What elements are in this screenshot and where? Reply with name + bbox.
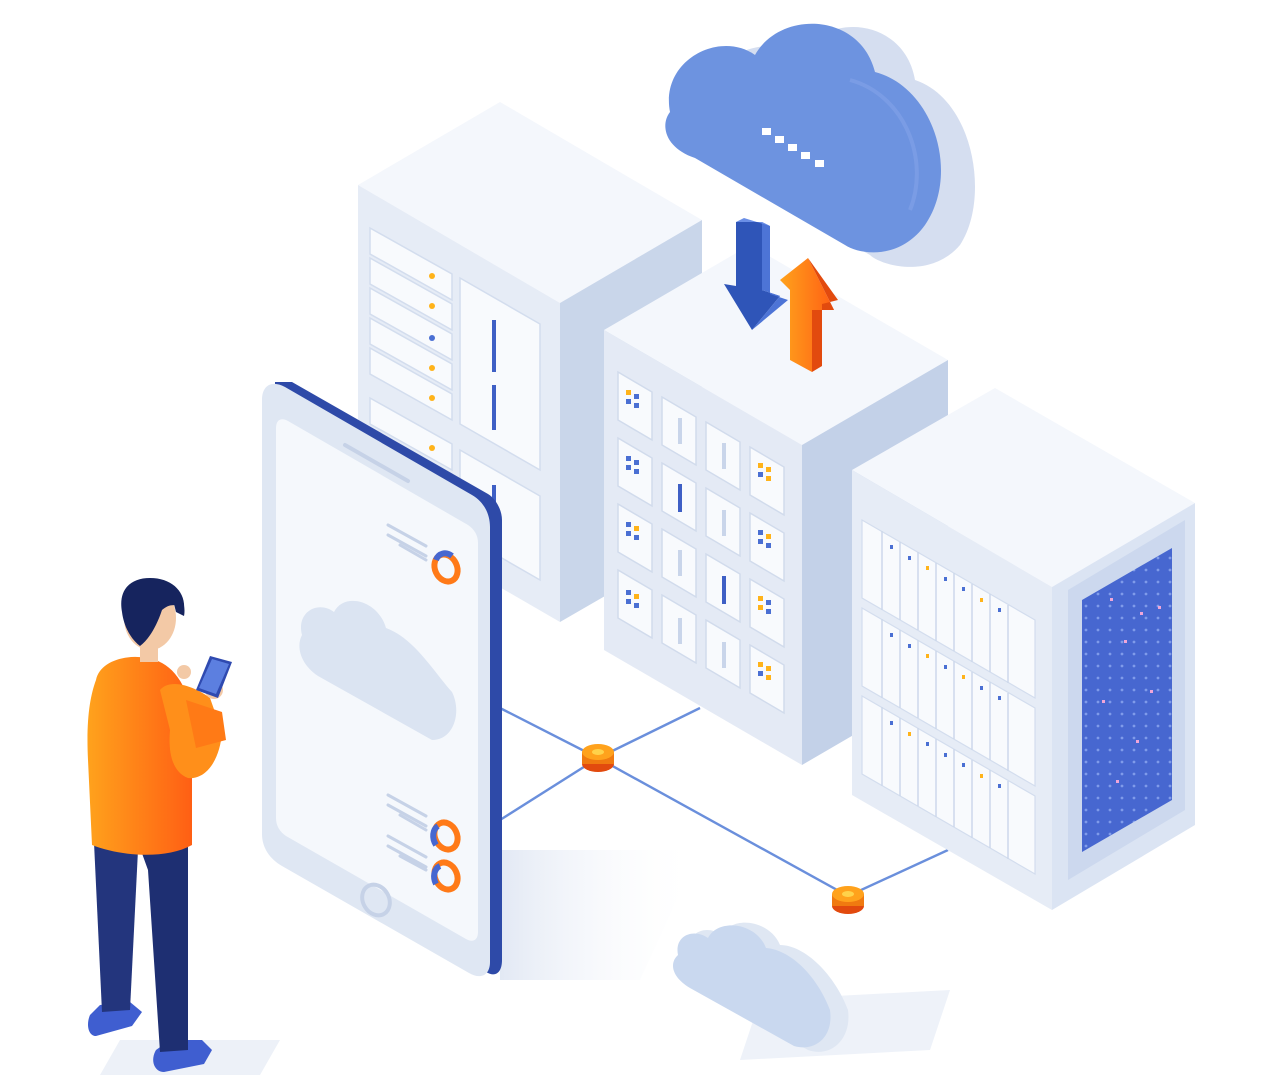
network-node-icon	[582, 744, 614, 772]
person-figure	[87, 578, 232, 1072]
cloud-icon	[673, 922, 849, 1052]
download-arrow-icon	[724, 218, 788, 330]
donut-chart-icon	[431, 859, 461, 893]
donut-chart-icon	[430, 819, 461, 853]
donut-chart-icon	[431, 550, 461, 585]
server-rack-icon	[852, 388, 1195, 910]
tablet-icon	[262, 382, 502, 977]
cloud-icon	[665, 23, 975, 546]
cloud-icon	[299, 600, 457, 740]
network-node-icon	[832, 886, 864, 914]
indicator-leds	[626, 390, 771, 680]
network-lines	[499, 706, 949, 898]
smartphone-icon	[196, 656, 232, 698]
upload-arrow-icon	[780, 258, 838, 372]
